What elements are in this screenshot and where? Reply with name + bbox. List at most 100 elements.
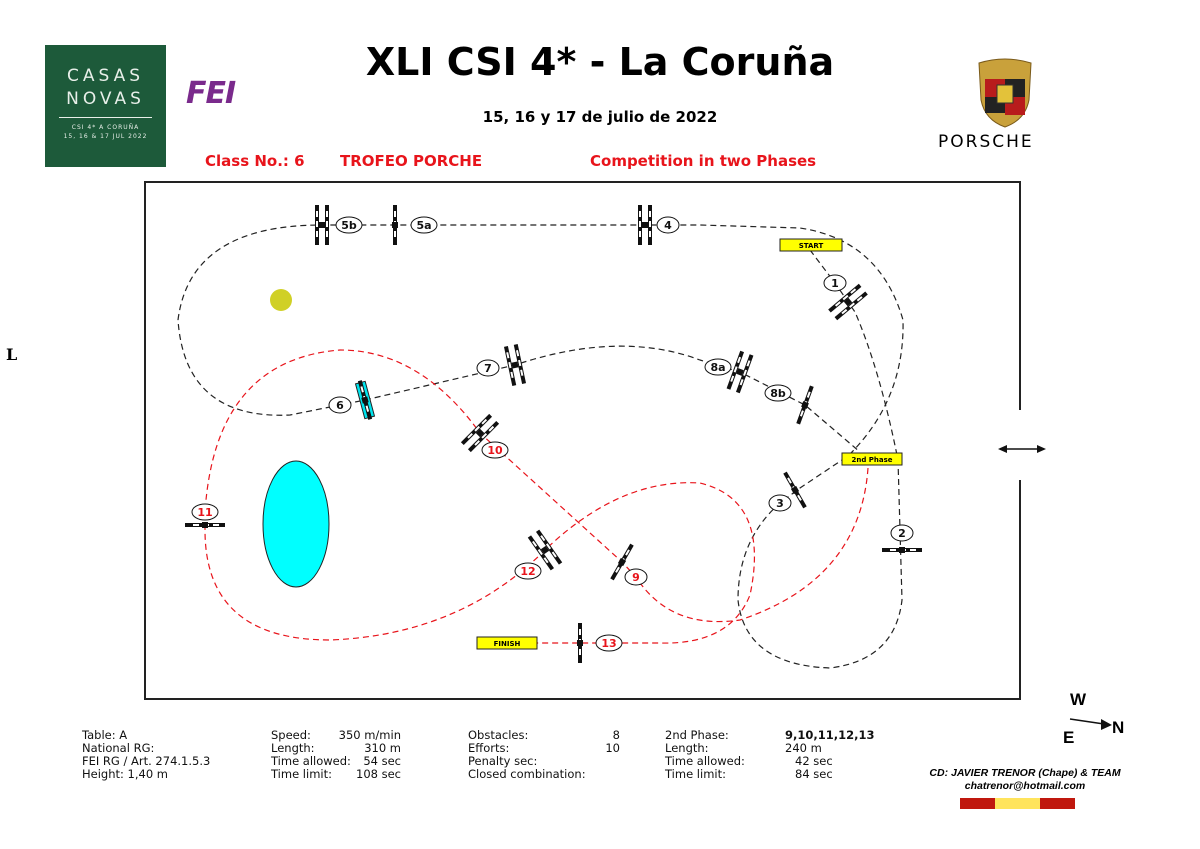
obstacle-number: 11 — [197, 506, 212, 519]
trophy-name: TROFEO PORCHE — [340, 152, 483, 170]
info-value: 8 — [612, 728, 620, 742]
fence-6 — [354, 380, 376, 420]
compass-west: W — [1070, 690, 1087, 709]
obstacle-number: 5a — [416, 219, 431, 232]
info-row: Length: 240 m — [665, 742, 885, 755]
obstacle-number: 2 — [898, 527, 906, 540]
finish-marker: FINISH — [476, 636, 538, 650]
info-value: 84 sec — [795, 767, 833, 781]
info-key: Closed combination: — [468, 767, 586, 781]
info-row: Penalty sec: — [468, 755, 620, 768]
info-row: Time allowed:42 sec — [665, 755, 885, 768]
obstacle-number: 1 — [831, 277, 839, 290]
obstacle-number: 8b — [770, 387, 786, 400]
spanish-flag — [960, 798, 1075, 809]
fence-12 — [527, 529, 563, 571]
fence-9 — [610, 543, 634, 581]
fence-pole-stripe — [465, 418, 488, 441]
info-row: 2nd Phase: 9,10,11,12,13 — [665, 729, 885, 742]
obstacle-number: 8a — [710, 361, 725, 374]
info-value: 310 m — [364, 741, 401, 755]
obstacle-number: 5b — [341, 219, 357, 232]
fence-pole-stripe — [540, 535, 558, 560]
info-line: National RG: — [82, 741, 155, 755]
fence-8a — [726, 350, 754, 394]
obstacle-number: 6 — [336, 399, 344, 412]
fence-pole-stripe — [506, 352, 514, 380]
obstacle-number: 7 — [484, 362, 492, 375]
entrance-arrow-icon — [998, 445, 1046, 453]
info-key: Time limit: — [665, 767, 726, 781]
arena-border — [144, 181, 1021, 700]
obstacle-label-5b: 5b — [335, 216, 363, 234]
second-phase-marker: 2nd Phase — [841, 452, 903, 466]
logo-text: NOVAS — [66, 89, 145, 109]
fence-pole-stripe — [532, 540, 550, 565]
fei-logo: FEI — [186, 76, 236, 111]
fence-pole-stripe — [729, 356, 742, 384]
logo-text: CASAS — [66, 66, 145, 86]
info-key: Length: — [271, 741, 315, 755]
svg-text:2nd Phase: 2nd Phase — [851, 456, 892, 464]
start-marker: START — [779, 238, 843, 252]
water-pond — [262, 460, 330, 588]
fence-5a — [392, 205, 398, 245]
tree-icon — [270, 289, 292, 311]
fence-1 — [828, 283, 868, 321]
page-title: XLI CSI 4* - La Coruña — [365, 40, 835, 84]
event-dates: 15, 16 y 17 de julio de 2022 — [482, 108, 718, 126]
info-key: Obstacles: — [468, 728, 529, 742]
obstacle-label-1: 1 — [823, 274, 847, 292]
info-key: 2nd Phase: — [665, 728, 729, 742]
fence-8b — [796, 385, 814, 425]
info-value: 9,10,11,12,13 — [785, 728, 875, 742]
casas-novas-logo: CASAS NOVAS CSI 4* A CORUÑA 15, 16 & 17 … — [45, 45, 166, 167]
obstacle-label-7: 7 — [476, 359, 500, 377]
side-mark: L — [6, 345, 18, 364]
fence-2 — [882, 547, 922, 553]
info-row: Closed combination: — [468, 768, 620, 781]
obstacle-number: 9 — [632, 571, 640, 584]
obstacle-label-12: 12 — [514, 562, 542, 580]
obstacle-label-8b: 8b — [764, 384, 792, 402]
info-key: Speed: — [271, 728, 311, 742]
fence-11 — [185, 522, 225, 528]
designer-email: chatrenor@hotmail.com — [964, 780, 1086, 792]
info-value: 240 m — [785, 741, 822, 755]
info-row: Speed:350 m/min — [271, 729, 401, 742]
fence-13 — [577, 623, 583, 663]
info-col-table: Table: A National RG: FEI RG / Art. 274.… — [82, 729, 210, 781]
compass-north: N — [1112, 718, 1125, 737]
fence-5b — [315, 205, 329, 245]
info-value: 54 sec — [363, 754, 401, 768]
info-key: Time allowed: — [665, 754, 745, 768]
fence-pole-stripe — [516, 350, 524, 378]
info-key: Time limit: — [271, 767, 332, 781]
logo-subtext: 15, 16 & 17 JUL 2022 — [63, 133, 148, 140]
info-key: Length: — [665, 741, 709, 755]
north-arrow-icon — [1069, 718, 1112, 730]
obstacle-label-13: 13 — [595, 634, 623, 652]
fence-10 — [460, 413, 500, 453]
obstacle-label-8a: 8a — [704, 358, 732, 376]
phase2-track — [204, 349, 869, 644]
svg-text:START: START — [799, 242, 824, 250]
info-row: Time allowed: 54 sec — [271, 755, 401, 768]
obstacle-label-3: 3 — [768, 494, 792, 512]
info-key: Efforts: — [468, 741, 510, 755]
obstacle-label-4: 4 — [656, 216, 680, 234]
fence-3 — [783, 471, 807, 509]
course-designer: CD: JAVIER TRENOR (Chape) & TEAM chatren… — [925, 767, 1125, 793]
obstacle-label-11: 11 — [191, 503, 219, 521]
phase1-track — [177, 224, 904, 669]
obstacle-label-2: 2 — [890, 524, 914, 542]
class-number: Class No.: 6 — [205, 152, 305, 170]
fence-7 — [503, 343, 527, 387]
info-value: 108 sec — [356, 767, 401, 781]
info-key: Time allowed: — [271, 754, 351, 768]
info-key: Penalty sec: — [468, 754, 538, 768]
obstacle-number: 12 — [520, 565, 535, 578]
